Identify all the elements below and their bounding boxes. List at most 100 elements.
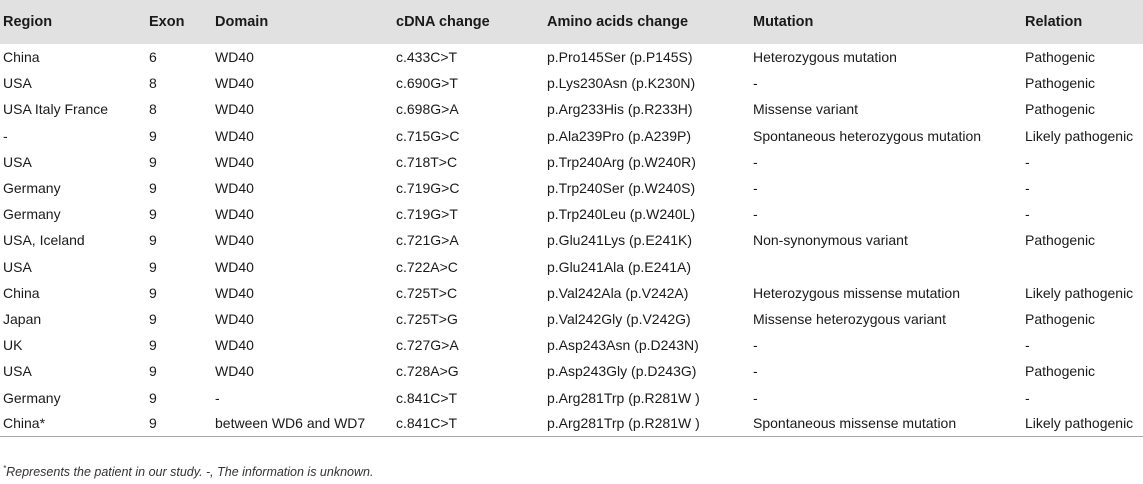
cell-mutation [750,254,1022,280]
header-exon: Exon [149,14,185,30]
cell-mutation: Spontaneous missense mutation [750,410,1022,438]
cell-region: USA, Iceland [3,232,85,249]
cell-region: USA [3,363,32,380]
cell-cdna-change: c.725T>G [396,310,458,327]
cell-mutation: - [753,363,758,380]
cell-amino-acids-change: p.Arg281Trp (p.R281W ) [547,389,700,406]
cell-domain: - [215,389,220,406]
cell-domain: WD40 [215,101,254,118]
cell-mutation: - [753,153,758,170]
cell-domain: WD40 [215,75,254,92]
cell-exon: 9 [149,389,157,406]
cell-cdna-change: c.727G>A [396,337,459,354]
cell-exon: 9 [149,284,157,301]
cell-amino-acids-change: p.Arg233His (p.R233H) [547,101,693,118]
cell-amino-acids-change: p.Trp240Ser (p.W240S) [547,180,696,197]
cell-region: China [3,284,40,301]
cell-exon: 6 [149,49,157,66]
cell-amino-acids-change: p.Trp240Leu (p.W240L) [547,206,696,223]
cell-amino-acids-change: p.Ala239Pro (p.A239P) [547,127,691,144]
cell-domain: WD40 [215,127,254,144]
cell-amino-acids-change: p.Glu241Ala (p.E241A) [547,258,691,275]
cell-cdna-change: c.725T>C [396,284,458,301]
cell-region: China* [0,410,146,438]
cell-domain: between WD6 and WD7 [212,410,393,438]
cell-exon: 9 [149,127,157,144]
cell-relation: Likely pathogenic [1022,410,1143,438]
cell-exon: 9 [146,410,212,438]
cell-amino-acids-change: p.Asp243Asn (p.D243N) [547,337,699,354]
cell-relation: Likely pathogenic [1025,127,1134,144]
cell-exon: 9 [149,153,157,170]
cell-amino-acids-change: p.Glu241Lys (p.E241K) [547,232,693,249]
cell-exon: 9 [149,232,157,249]
cell-amino-acids-change: p.Trp240Arg (p.W240R) [547,153,696,170]
table-header: Region Exon Domain cDNA change Amino aci… [0,0,1143,44]
cell-relation: Pathogenic [1025,49,1096,66]
cell-region: Germany [3,389,61,406]
cell-exon: 9 [149,337,157,354]
cell-region: Japan [3,310,42,327]
cell-amino-acids-change: p.Val242Ala (p.V242A) [547,284,689,301]
mutation-table: Region Exon Domain cDNA change Amino aci… [0,0,1143,438]
cell-domain: WD40 [215,284,254,301]
cell-domain: WD40 [215,206,254,223]
cell-amino-acids-change: p.Val242Gly (p.V242G) [547,310,691,327]
cell-region: Germany [3,206,61,223]
cell-mutation: - [753,206,758,223]
cell-region: USA [3,153,32,170]
cell-cdna-change: c.841C>T [393,410,544,438]
cell-mutation: Non-synonymous variant [753,232,908,249]
header-region: Region [3,14,53,30]
header-cdna-change: cDNA change [396,14,490,30]
cell-cdna-change: c.690G>T [396,75,458,92]
cell-mutation: - [753,180,758,197]
cell-domain: WD40 [215,310,254,327]
cell-cdna-change: c.719G>C [396,180,460,197]
cell-region: China [3,49,40,66]
cell-relation: - [1025,180,1030,197]
table-row: China 9 WD40 c.725T>C p.Val242Ala (p.V242A) H… [0,280,1143,306]
header-relation: Relation [1025,14,1083,30]
cell-cdna-change: c.718T>C [396,153,458,170]
cell-domain: WD40 [215,49,254,66]
cell-relation [1022,254,1143,280]
cell-domain: WD40 [215,232,254,249]
cell-relation: Pathogenic [1025,101,1096,118]
cell-region: USA Italy France [3,101,109,118]
cell-cdna-change: c.698G>A [396,101,459,118]
cell-exon: 9 [149,180,157,197]
cell-mutation: Heterozygous missense mutation [753,284,960,301]
cell-cdna-change: c.722A>C [396,258,458,275]
cell-relation: - [1025,206,1030,223]
cell-cdna-change: c.721G>A [396,232,459,249]
footnote-text: Represents the patient in our study. -, … [6,465,374,479]
cell-relation: Likely pathogenic [1025,284,1134,301]
cell-amino-acids-change: p.Lys230Asn (p.K230N) [547,75,696,92]
cell-domain: WD40 [215,153,254,170]
cell-amino-acids-change: p.Asp243Gly (p.D243G) [547,363,697,380]
cell-relation: - [1025,389,1030,406]
cell-mutation: Missense heterozygous variant [753,310,946,327]
cell-exon: 8 [149,75,157,92]
cell-cdna-change: c.728A>G [396,363,459,380]
cell-region: Germany [3,180,61,197]
header-mutation: Mutation [753,14,814,30]
cell-region: UK [3,337,23,354]
cell-relation: Pathogenic [1025,363,1096,380]
cell-mutation: Heterozygous mutation [753,49,897,66]
cell-exon: 9 [149,206,157,223]
cell-amino-acids-change: p.Arg281Trp (p.R281W ) [544,410,750,438]
cell-cdna-change: c.433C>T [396,49,458,66]
